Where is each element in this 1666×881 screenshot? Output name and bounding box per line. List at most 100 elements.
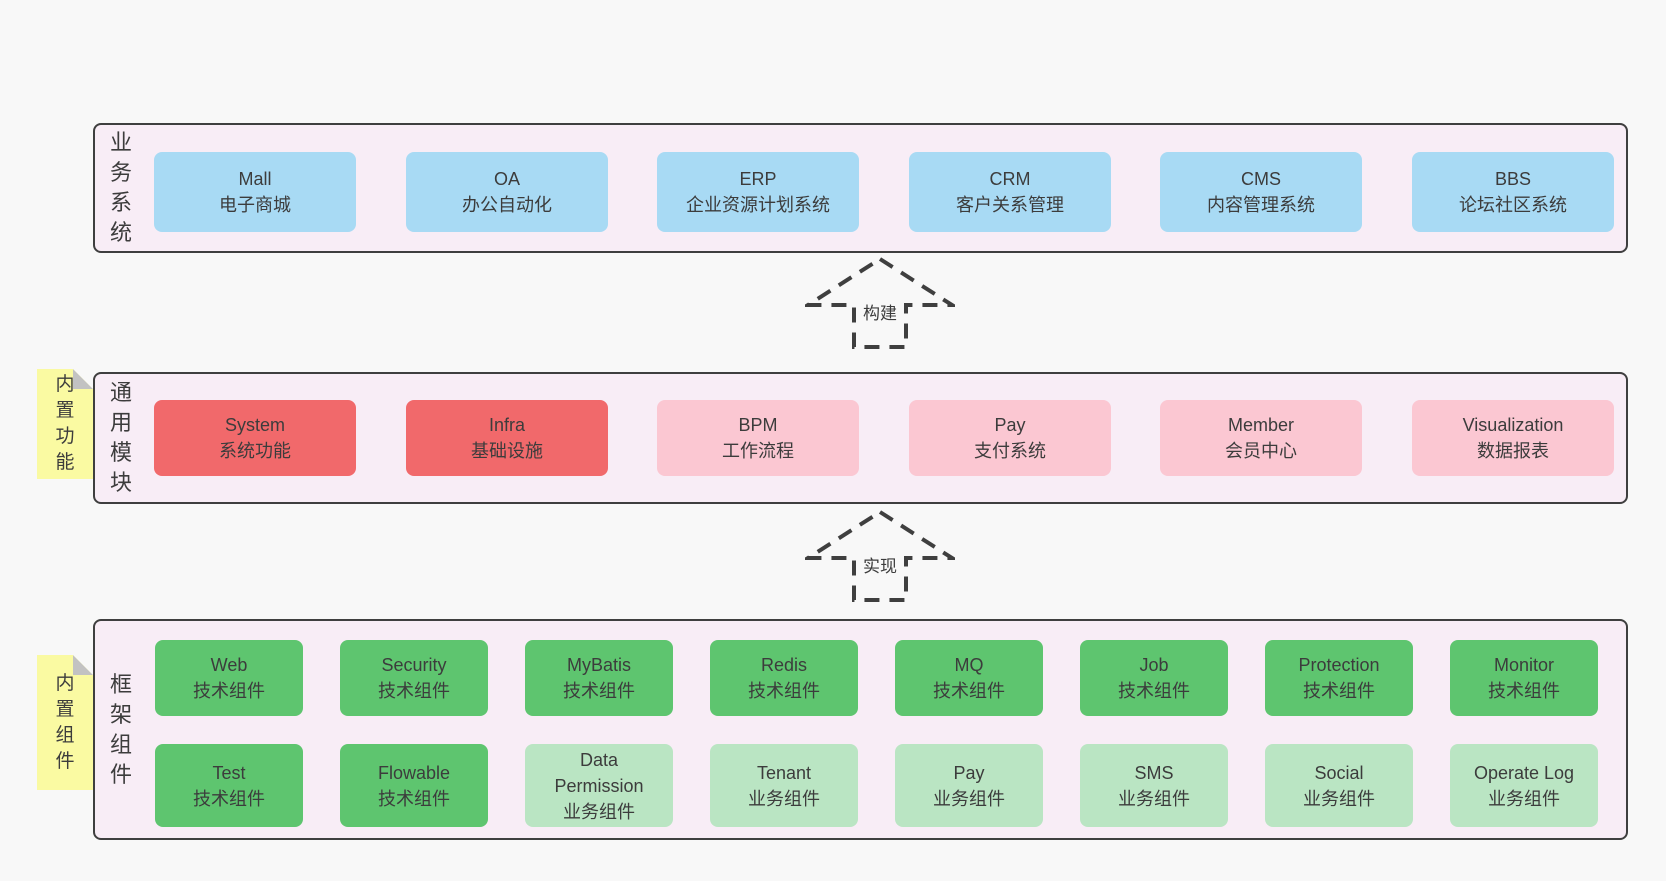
box-title: Mall [238,169,272,189]
box-title: Infra [488,415,526,435]
implement-arrow-label: 实现 [858,551,902,578]
box-subtitle: 客户关系管理 [956,195,1064,215]
box-title: Pay [994,415,1026,435]
box-erp: ERP 企业资源计划系统 [657,152,859,232]
box-mq: MQ 技术组件 [895,640,1043,716]
box-title: Pay [953,762,985,783]
box-subtitle: 业务组件 [1488,788,1560,809]
box-member: Member 会员中心 [1160,400,1362,476]
box-subtitle: 技术组件 [378,681,450,701]
box-title: Member [1227,415,1294,435]
box-title: Tenant [756,762,812,783]
box-title: Data Permission [554,749,644,796]
box-security: Security 技术组件 [340,640,488,716]
box-title: Flowable [377,762,451,783]
box-web: Web 技术组件 [155,640,303,716]
box-data-permission: Data Permission 业务组件 [525,744,673,827]
folded-corner-icon [73,369,93,389]
box-title: MQ [954,655,984,675]
box-subtitle: 业务组件 [1118,788,1190,809]
box-title: Test [212,762,246,783]
box-subtitle: 业务组件 [1303,788,1375,809]
box-test: Test 技术组件 [155,744,303,827]
build-arrow: 构建 [805,256,955,350]
box-title: Redis [760,655,808,675]
band-label-common-modules: 通用模块 [109,380,132,495]
box-infra: Infra 基础设施 [406,400,608,476]
box-visualization: Visualization 数据报表 [1412,400,1614,476]
box-title: MyBatis [566,655,631,675]
box-subtitle: 办公自动化 [462,195,552,215]
band-label-business-systems: 业务系统 [109,130,132,245]
dashed-up-arrow-icon [805,509,955,602]
box-operate-log: Operate Log 业务组件 [1450,744,1598,827]
box-subtitle: 技术组件 [1303,681,1375,701]
box-redis: Redis 技术组件 [710,640,858,716]
box-flowable: Flowable 技术组件 [340,744,488,827]
box-subtitle: 电子商城 [219,195,291,215]
box-tenant: Tenant 业务组件 [710,744,858,827]
sticky-note-built-in-components: 内置组件 [37,655,93,790]
box-title: SMS [1134,762,1174,783]
box-title: Protection [1298,655,1380,675]
sticky-note-text: 内置功能 [55,374,75,473]
box-pay-component: Pay 业务组件 [895,744,1043,827]
band-label-framework-components: 框架组件 [109,671,132,787]
box-subtitle: 企业资源计划系统 [686,195,830,215]
box-subtitle: 数据报表 [1477,441,1549,461]
box-protection: Protection 技术组件 [1265,640,1413,716]
box-subtitle: 技术组件 [378,788,450,809]
band-framework-components: 框架组件 Web 技术组件 Security 技术组件 MyBatis 技术组件… [93,619,1628,840]
box-subtitle: 技术组件 [193,788,265,809]
box-subtitle: 技术组件 [933,681,1005,701]
box-subtitle: 技术组件 [748,681,820,701]
box-subtitle: 业务组件 [933,788,1005,809]
box-subtitle: 技术组件 [1488,681,1560,701]
box-title: Social [1314,762,1364,783]
band-common-modules: 通用模块 System 系统功能 Infra 基础设施 BPM 工作流程 Pay… [93,372,1628,504]
box-subtitle: 技术组件 [1118,681,1190,701]
box-monitor: Monitor 技术组件 [1450,640,1598,716]
box-subtitle: 技术组件 [563,681,635,701]
box-title: CMS [1241,169,1281,189]
box-sms: SMS 业务组件 [1080,744,1228,827]
dashed-up-arrow-icon [805,256,955,349]
box-title: Security [381,655,447,675]
box-subtitle: 内容管理系统 [1207,195,1315,215]
box-title: OA [493,169,520,189]
box-title: BPM [738,415,778,435]
box-subtitle: 论坛社区系统 [1459,195,1567,215]
box-title: Operate Log [1473,762,1575,783]
box-bpm: BPM 工作流程 [657,400,859,476]
box-subtitle: 业务组件 [748,788,820,809]
band-business-systems: 业务系统 Mall 电子商城 OA 办公自动化 ERP 企业资源计划系统 CRM… [93,123,1628,253]
box-title: Visualization [1462,415,1564,435]
box-title: ERP [739,169,777,189]
box-title: Web [210,655,248,675]
box-mybatis: MyBatis 技术组件 [525,640,673,716]
box-subtitle: 系统功能 [219,441,291,461]
box-subtitle: 基础设施 [471,441,543,461]
box-title: CRM [989,169,1031,189]
box-subtitle: 技术组件 [193,681,265,701]
box-subtitle: 会员中心 [1225,441,1297,461]
box-title: BBS [1494,169,1532,189]
box-title: System [224,415,285,435]
box-title: Monitor [1493,655,1555,675]
build-arrow-label: 构建 [858,298,902,325]
sticky-note-built-in-features: 内置功能 [37,369,93,479]
folded-corner-icon [73,655,93,675]
box-system: System 系统功能 [154,400,356,476]
box-oa: OA 办公自动化 [406,152,608,232]
box-crm: CRM 客户关系管理 [909,152,1111,232]
box-pay-system: Pay 支付系统 [909,400,1111,476]
box-bbs: BBS 论坛社区系统 [1412,152,1614,232]
box-job: Job 技术组件 [1080,640,1228,716]
box-subtitle: 支付系统 [974,441,1046,461]
box-social: Social 业务组件 [1265,744,1413,827]
box-cms: CMS 内容管理系统 [1160,152,1362,232]
implement-arrow: 实现 [805,509,955,603]
box-subtitle: 工作流程 [722,441,794,461]
sticky-note-text: 内置组件 [55,672,75,772]
